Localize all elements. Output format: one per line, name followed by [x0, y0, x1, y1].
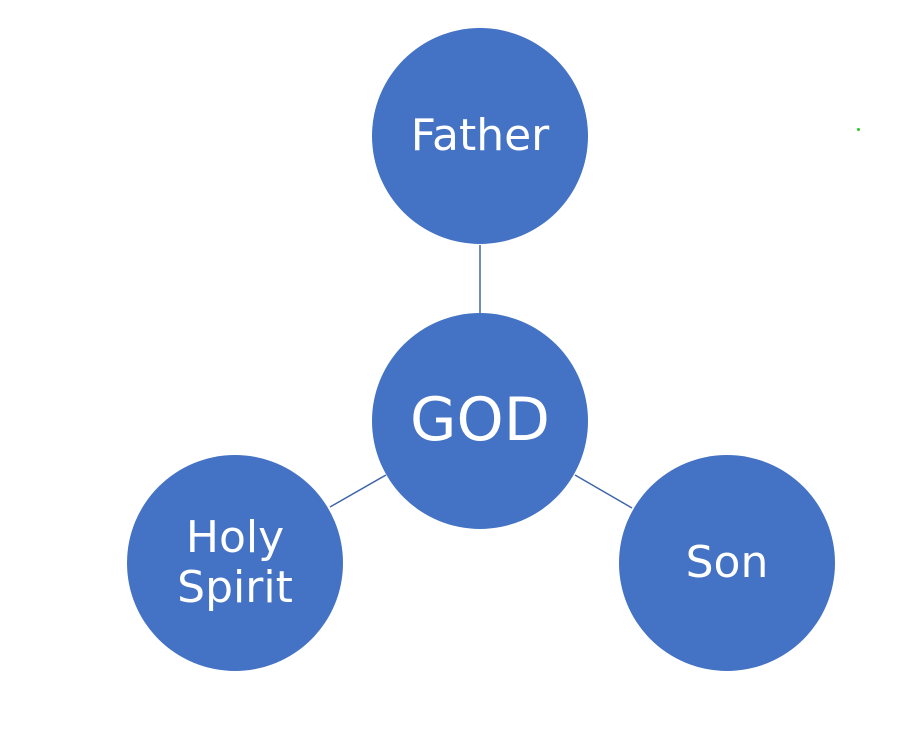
green-dot-marker — [857, 128, 860, 131]
node-holy-spirit: Holy Spirit — [127, 455, 343, 671]
node-son-label: Son — [685, 537, 769, 589]
node-god-label: GOD — [410, 385, 550, 456]
node-son: Son — [619, 455, 835, 671]
node-god-center: GOD — [372, 313, 588, 529]
node-father-label: Father — [410, 110, 550, 162]
connector-god-holy-spirit — [329, 474, 387, 508]
connector-god-son — [574, 474, 633, 509]
node-father: Father — [372, 28, 588, 244]
node-holy-spirit-line-2: Spirit — [177, 562, 293, 613]
node-holy-spirit-line-1: Holy — [185, 512, 285, 564]
